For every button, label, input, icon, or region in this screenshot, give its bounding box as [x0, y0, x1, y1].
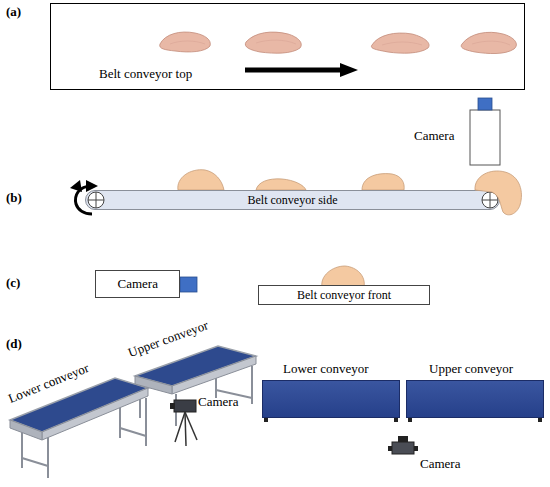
labelled-box: Camera [95, 270, 180, 298]
part-label: Camera [414, 128, 454, 144]
labelled-box: Belt conveyor top [50, 3, 525, 90]
chicken-fillet-front [322, 266, 364, 287]
panel-letter: (c) [6, 275, 20, 291]
panel-letter: (d) [6, 336, 22, 352]
camera-symbol [388, 436, 418, 454]
labelled-box: Lower conveyor [262, 380, 400, 418]
chicken-fillet-side [475, 171, 522, 215]
labelled-box: Belt conveyor front [258, 285, 430, 305]
part-label: Lower conveyor [6, 360, 91, 407]
box-label: Lower conveyor [283, 361, 369, 377]
belt-roller [88, 192, 498, 208]
part-label: Camera [198, 394, 238, 410]
box-label: Belt conveyor side [248, 193, 338, 208]
direction-arrow [245, 63, 358, 77]
part-label: Upper conveyor [126, 317, 211, 361]
part-label: Camera [420, 456, 460, 472]
camera-lens [180, 277, 197, 292]
box-label: Camera [118, 276, 158, 292]
box-label: Belt conveyor top [99, 66, 192, 82]
panel-letter: (b) [6, 190, 22, 206]
chicken-fillet-top [160, 32, 517, 54]
camera-symbol [470, 98, 500, 165]
box-label: Belt conveyor front [297, 288, 391, 303]
chicken-fillet-side [178, 170, 404, 190]
conveyor-3d [10, 346, 256, 478]
labelled-box: Belt conveyor side [85, 190, 500, 210]
labelled-box: Upper conveyor [406, 380, 544, 418]
panel-letter: (a) [6, 4, 21, 20]
box-label: Upper conveyor [429, 361, 513, 377]
